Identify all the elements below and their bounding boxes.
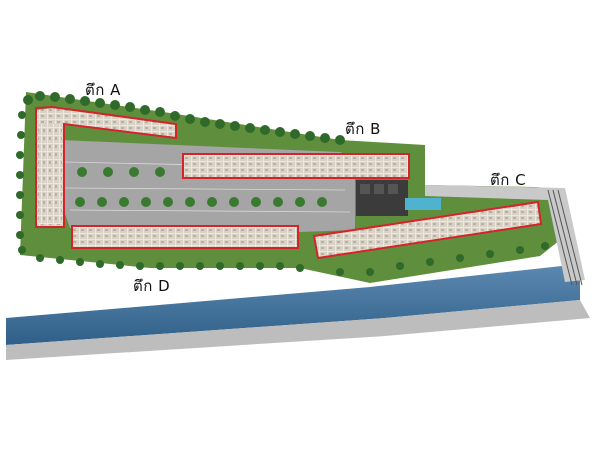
building-d-label: ตึก D: [133, 277, 171, 295]
building-d-outline: [71, 225, 299, 249]
building-b-label: ตึก B: [345, 120, 381, 138]
parking-trees: [75, 167, 327, 207]
rail-lines: [547, 189, 583, 286]
building-a[interactable]: [35, 105, 177, 228]
perimeter-trees: [16, 91, 549, 276]
building-c-label: ตึก C: [490, 171, 527, 189]
building-c[interactable]: [312, 200, 543, 260]
building-c-outline: [312, 200, 543, 260]
pool-area: [356, 180, 441, 216]
building-a-label: ตึก A: [85, 81, 121, 99]
building-d[interactable]: [71, 225, 299, 249]
canal-bank: [6, 300, 590, 360]
building-a-outline: [35, 105, 177, 228]
building-b[interactable]: [182, 153, 410, 179]
building-b-outline: [182, 153, 410, 179]
canal: [6, 264, 580, 345]
